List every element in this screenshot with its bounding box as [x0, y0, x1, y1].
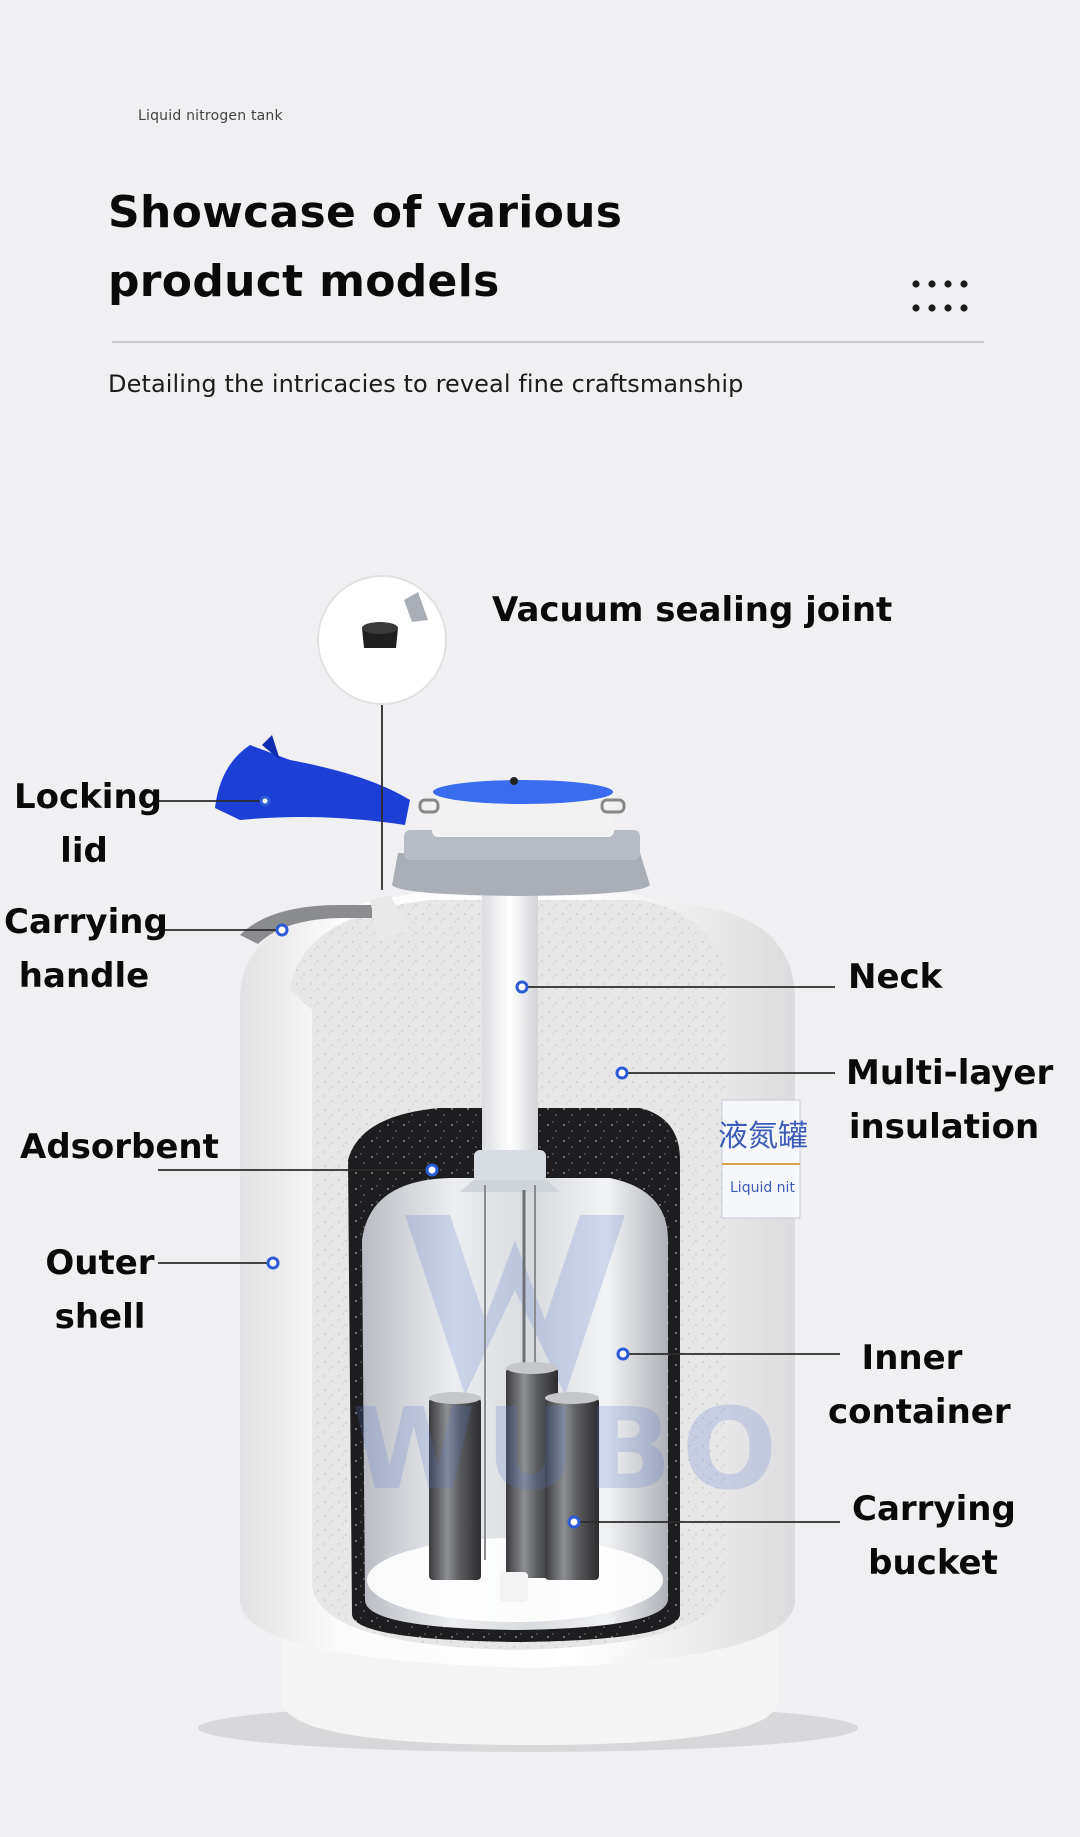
tank-neck [482, 895, 538, 1165]
callout-vacuum-sealing-joint: Vacuum sealing joint [492, 590, 893, 630]
callout-markers [259, 795, 630, 1529]
tank-cap [392, 777, 650, 896]
tank-english-label: Liquid nit [730, 1180, 795, 1196]
carrying-bucket [429, 1362, 599, 1602]
tank-chinese-label: 液氮罐 [718, 1119, 808, 1154]
page-title-line-2: product models [108, 256, 500, 307]
top-label: Liquid nitrogen tank [138, 108, 283, 124]
callout-neck: Neck [848, 957, 943, 997]
watermark-text: WUBO [352, 1385, 787, 1515]
watermark-w-logo [405, 1215, 625, 1395]
tank-label-sticker: 液氮罐 Liquid nit [718, 1099, 808, 1219]
header-divider [112, 341, 984, 343]
callout-leader-lines [157, 705, 840, 1523]
callout-adsorbent: Adsorbent [20, 1127, 219, 1167]
locking-lid [215, 745, 410, 825]
page-title: Showcase of various product models [108, 178, 748, 316]
carrying-handle [240, 905, 372, 944]
subtitle: Detailing the intricacies to reveal fine… [108, 370, 744, 398]
dots-decoration-icon [912, 280, 968, 312]
page-title-line-1: Showcase of various [108, 187, 623, 238]
